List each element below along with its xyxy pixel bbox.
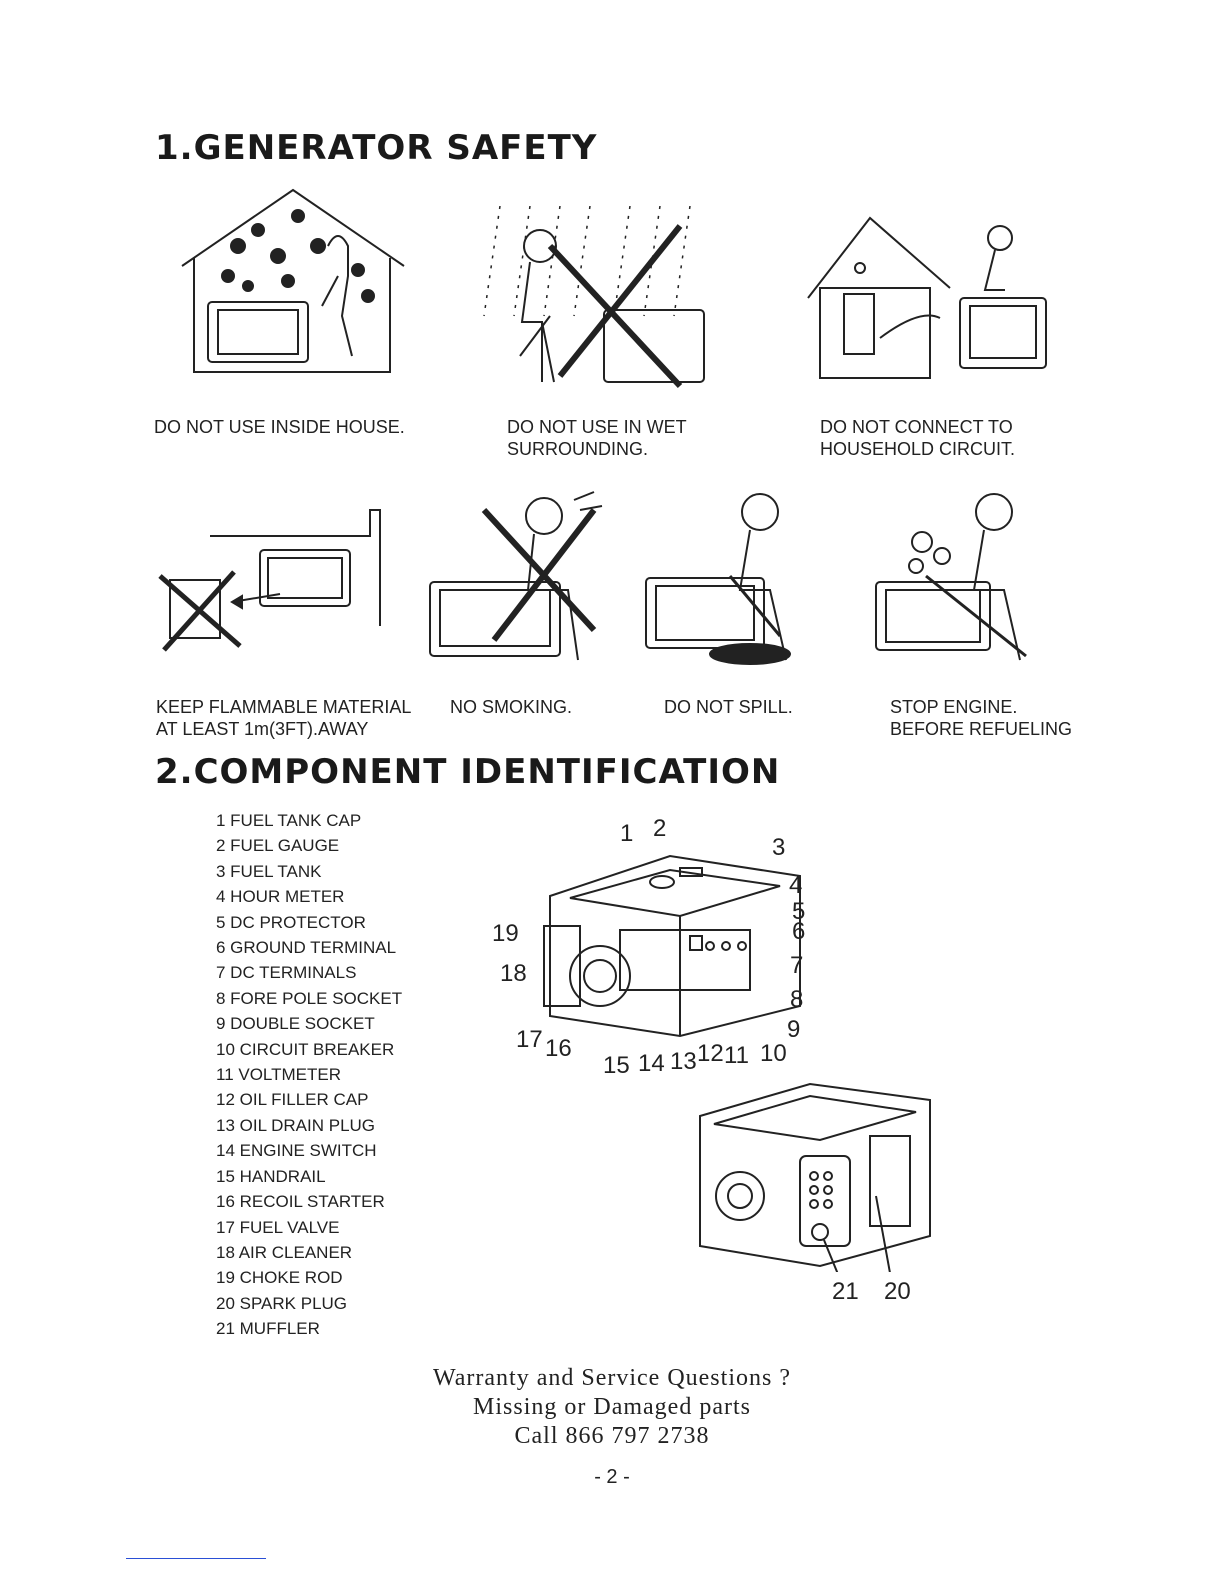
- callout-11: 11: [724, 1042, 749, 1069]
- callout-3: 3: [772, 834, 786, 861]
- list-item: 18 AIR CLEANER: [216, 1242, 353, 1262]
- callout-18: 18: [500, 960, 527, 987]
- list-item: 7 DC TERMINALS: [216, 963, 357, 983]
- caption-stop-engine: STOP ENGINE. BEFORE REFUELING: [890, 697, 1073, 739]
- list-item: 20 SPARK PLUG: [216, 1293, 348, 1313]
- caption-no-spill: DO NOT SPILL.: [664, 697, 793, 717]
- list-item: 1 FUEL TANK CAP: [216, 811, 362, 830]
- household-circuit-icon: [800, 208, 1054, 390]
- house-smoke-icon: [178, 186, 408, 378]
- callout-10: 10: [760, 1040, 787, 1067]
- footnote-rule: [126, 1558, 266, 1559]
- section-title-safety: 1.GENERATOR SAFETY: [155, 128, 598, 168]
- caption-no-smoking: NO SMOKING.: [450, 697, 573, 717]
- list-item: 12 OIL FILLER CAP: [216, 1090, 369, 1110]
- callout-9: 9: [787, 1016, 801, 1043]
- callout-13: 13: [670, 1048, 697, 1075]
- service-contact: Warranty and Service Questions ? Missing…: [0, 1364, 1224, 1451]
- callout-5: 5: [792, 898, 806, 925]
- list-item: 4 HOUR METER: [216, 887, 345, 907]
- callout-15: 15: [603, 1052, 630, 1079]
- component-list: 1 FUEL TANK CAP 2 FUEL GAUGE 3 FUEL TANK…: [216, 808, 402, 1342]
- generator-rear-diagram: [690, 1076, 944, 1272]
- no-smoking-icon: [424, 490, 620, 662]
- list-item: 17 FUEL VALVE: [216, 1217, 340, 1237]
- callout-16: 16: [545, 1035, 572, 1062]
- list-item: 11 VOLTMETER: [216, 1065, 342, 1085]
- caption-no-inside-house: DO NOT USE INSIDE HOUSE.: [154, 417, 405, 437]
- callout-1: 1: [620, 820, 634, 847]
- service-line-warranty: Warranty and Service Questions ?: [433, 1365, 791, 1391]
- list-item: 13 OIL DRAIN PLUG: [216, 1115, 376, 1135]
- caption-no-wet-surrounding: DO NOT USE IN WET SURROUNDING.: [507, 417, 687, 459]
- caption-flammable-distance: KEEP FLAMMABLE MATERIAL AT LEAST 1m(3FT)…: [156, 697, 412, 739]
- list-item: 15 HANDRAIL: [216, 1166, 326, 1186]
- list-item: 3 FUEL TANK: [216, 861, 322, 881]
- flammable-distance-icon: [150, 506, 388, 656]
- section-title-components: 2.COMPONENT IDENTIFICATION: [155, 752, 781, 792]
- service-line-phone: Call 866 797 2738: [514, 1423, 710, 1449]
- list-item: 8 FORE POLE SOCKET: [216, 988, 403, 1008]
- list-item: 14 ENGINE SWITCH: [216, 1141, 377, 1161]
- stop-engine-icon: [866, 486, 1062, 666]
- list-item: 19 CHOKE ROD: [216, 1268, 343, 1288]
- caption-no-household-circuit: DO NOT CONNECT TO HOUSEHOLD CIRCUIT.: [820, 417, 1016, 459]
- callout-4: 4: [789, 872, 803, 899]
- list-item: 2 FUEL GAUGE: [216, 836, 340, 856]
- list-item: 21 MUFFLER: [216, 1319, 320, 1339]
- list-item: 6 GROUND TERMINAL: [216, 938, 397, 958]
- no-spill-icon: [640, 486, 832, 666]
- callout-14: 14: [638, 1050, 665, 1077]
- callout-20: 20: [884, 1278, 911, 1305]
- callout-7: 7: [790, 952, 804, 979]
- callout-12: 12: [697, 1040, 724, 1067]
- page-number: - 2 -: [594, 1466, 630, 1488]
- callout-19: 19: [492, 920, 519, 947]
- callout-17: 17: [516, 1026, 543, 1053]
- generator-front-diagram: [530, 836, 820, 1046]
- rain-cross-icon: [480, 206, 716, 392]
- callout-6: 6: [792, 918, 806, 945]
- callout-2: 2: [653, 815, 667, 842]
- service-line-parts: Missing or Damaged parts: [473, 1394, 751, 1420]
- list-item: 9 DOUBLE SOCKET: [216, 1014, 375, 1034]
- list-item: 16 RECOIL STARTER: [216, 1192, 385, 1212]
- list-item: 5 DC PROTECTOR: [216, 912, 366, 932]
- callout-21: 21: [832, 1278, 859, 1305]
- callout-8: 8: [790, 986, 804, 1013]
- list-item: 10 CIRCUIT BREAKER: [216, 1039, 395, 1059]
